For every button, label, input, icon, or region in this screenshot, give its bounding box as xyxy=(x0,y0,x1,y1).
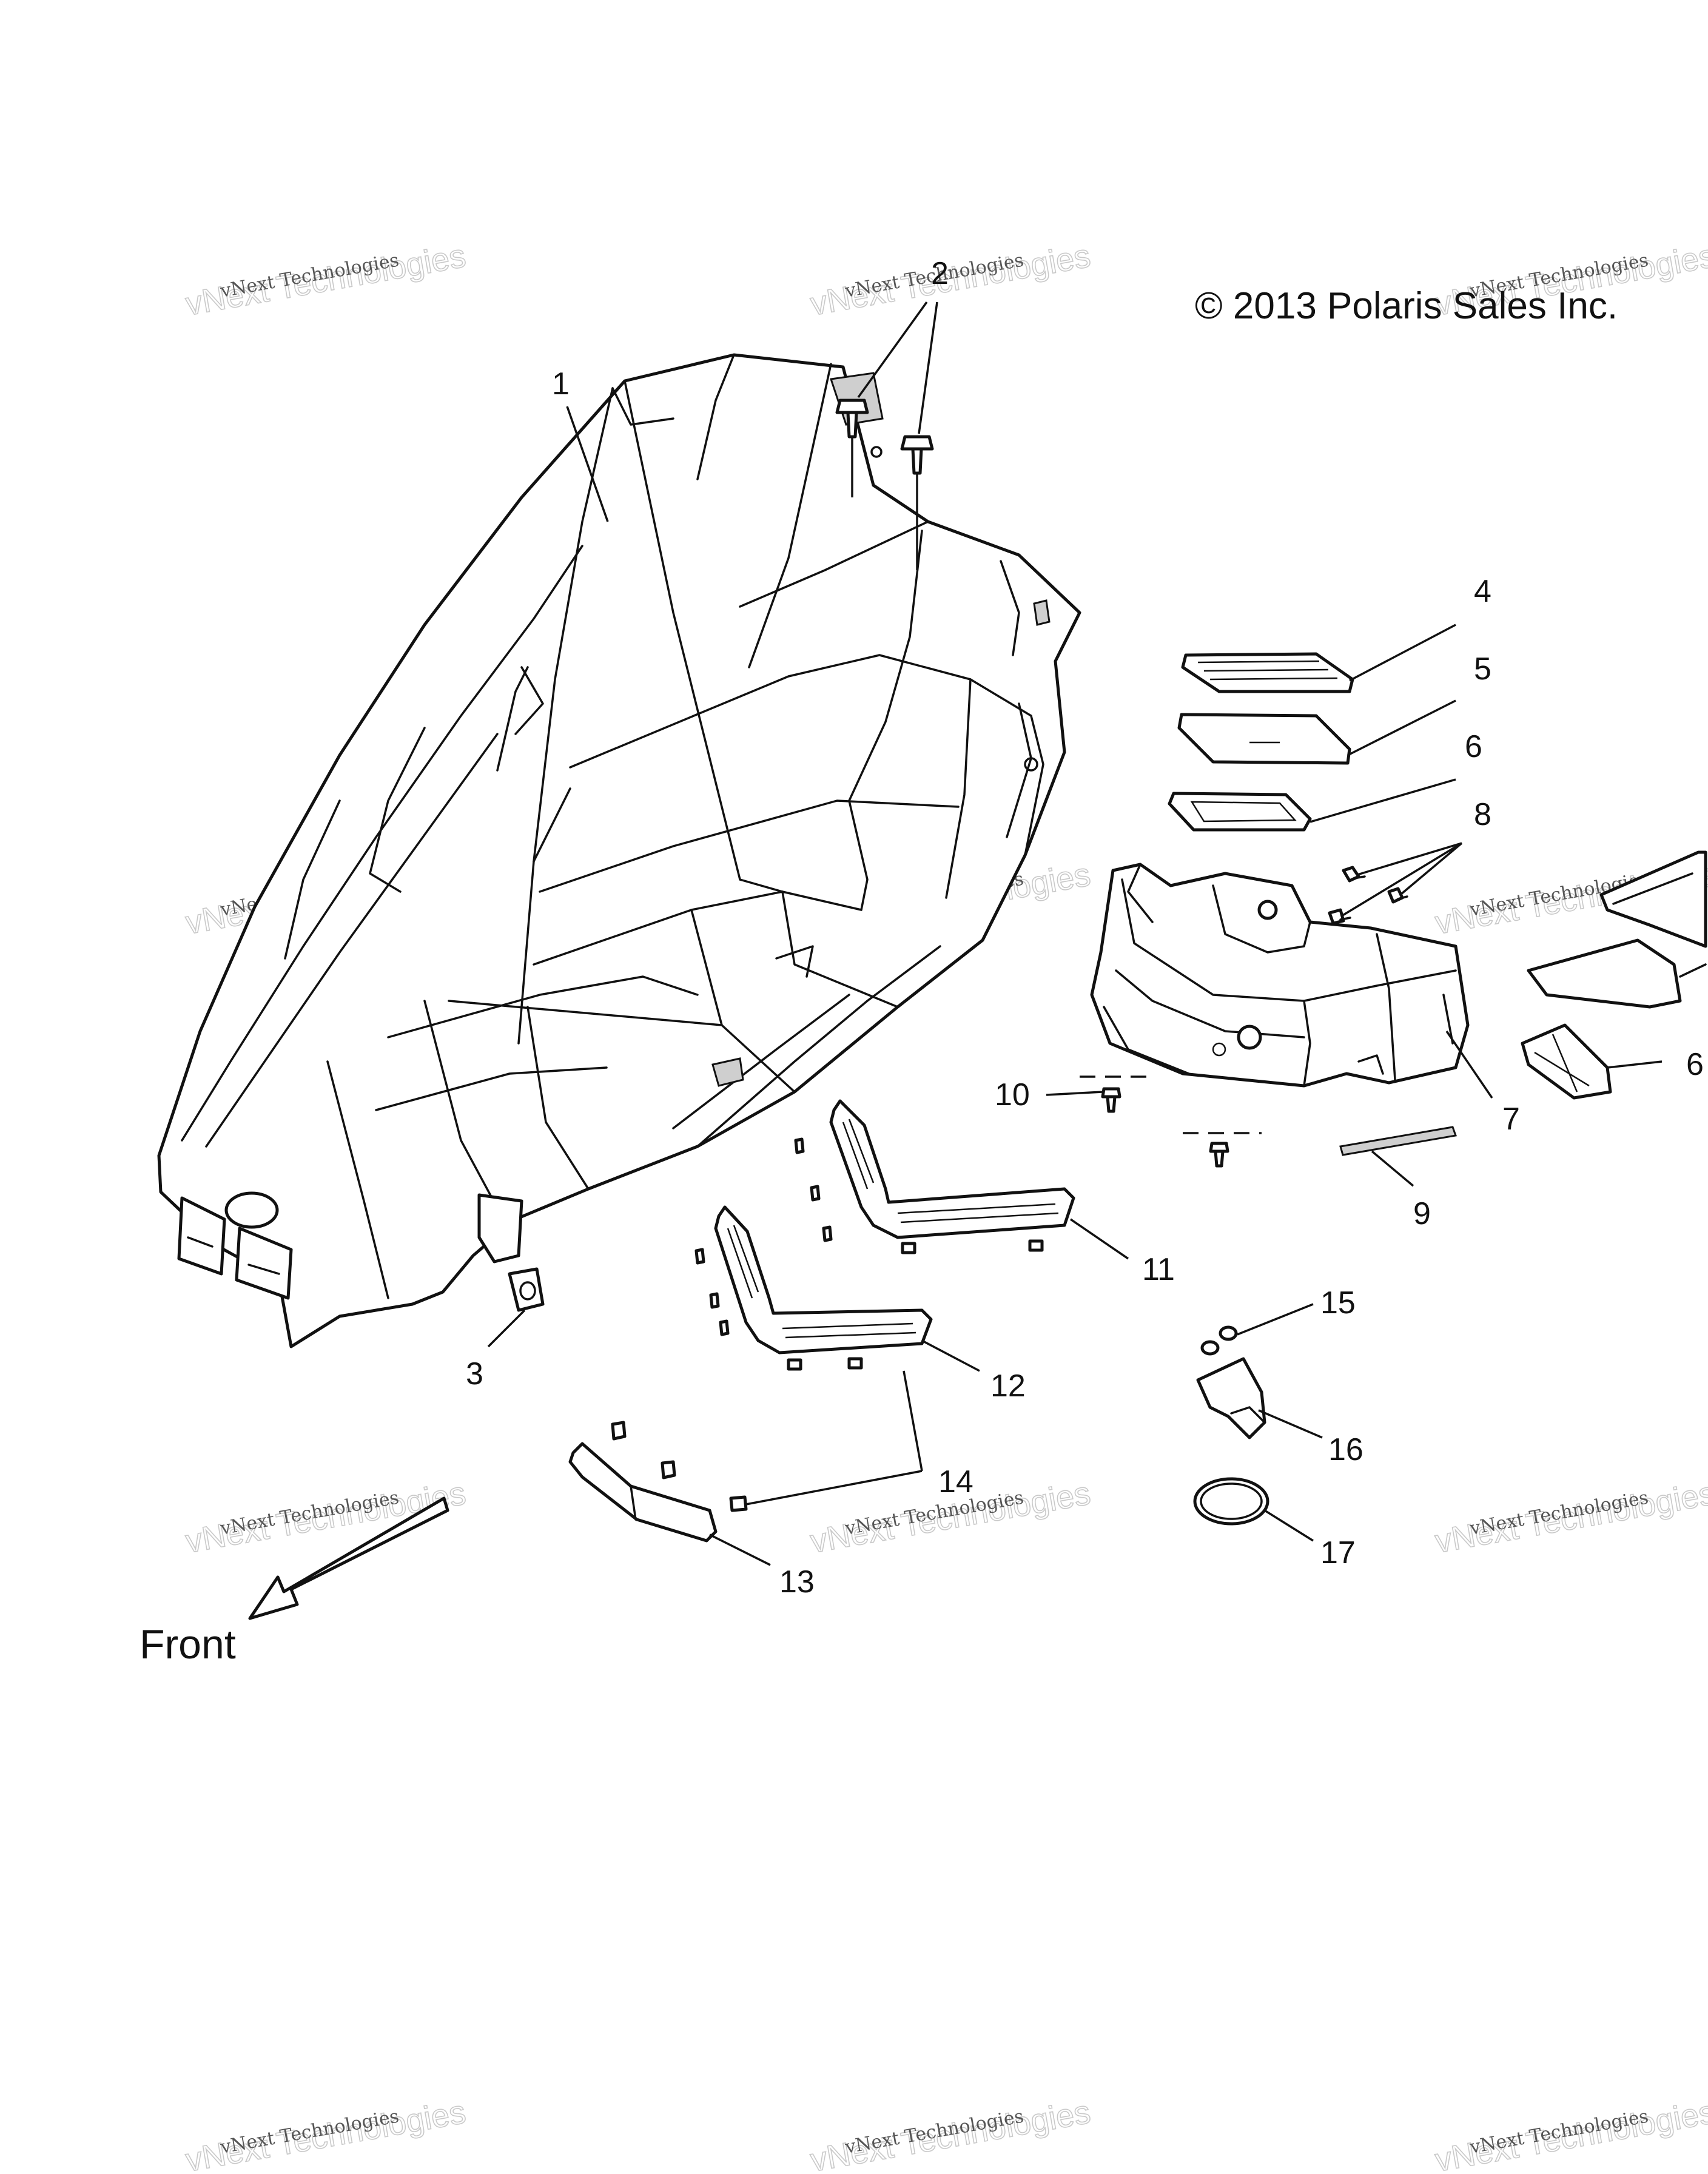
vent-cover-part-4 xyxy=(1181,652,1354,693)
screws-part-8 xyxy=(1328,866,1408,925)
front-arrow-icon xyxy=(248,1496,449,1620)
watermark-low-right: vNext Technologies vNext Technologies xyxy=(1432,1475,1708,1561)
callout-17: 17 xyxy=(1320,1535,1356,1570)
watermark-bottom-right: vNext Technologies vNext Technologies xyxy=(1432,2093,1708,2174)
callout-9: 9 xyxy=(1413,1196,1431,1231)
callout-11: 11 xyxy=(1142,1252,1175,1287)
callout-16: 16 xyxy=(1328,1432,1363,1467)
watermark-top-center: vNext Technologies vNext Technologies xyxy=(807,237,1094,323)
front-label: Front xyxy=(140,1621,236,1668)
vent-screen-part-12 xyxy=(694,1205,933,1371)
bracket-part-16 xyxy=(1196,1357,1266,1439)
callout-12: 12 xyxy=(990,1368,1026,1404)
push-rivet-part-2 xyxy=(835,399,934,570)
callout-3: 3 xyxy=(466,1356,483,1392)
callout-13: 13 xyxy=(779,1564,815,1600)
seal-strip-part-9 xyxy=(1339,1126,1458,1156)
leader-lines xyxy=(487,301,1663,1566)
callout-6: 6 xyxy=(1465,729,1482,764)
watermark-bottom-left: vNext Technologies vNext Technologies xyxy=(183,2093,469,2174)
callout-6-right: 6 xyxy=(1686,1047,1704,1082)
callout-2: 2 xyxy=(931,256,949,291)
vent-screen-part-13 xyxy=(568,1421,718,1543)
callout-15: 15 xyxy=(1320,1285,1356,1321)
callout-4: 4 xyxy=(1474,574,1491,609)
callout-1: 1 xyxy=(552,366,570,402)
clip-part-3 xyxy=(508,1267,545,1312)
callout-14: 14 xyxy=(938,1464,973,1499)
airbox-part-7 xyxy=(1090,863,1470,1088)
callout-8: 8 xyxy=(1474,797,1491,832)
copyright-text: © 2013 Polaris Sales Inc. xyxy=(1195,285,1618,327)
vent-screen-part-11 xyxy=(794,1099,1075,1254)
callout-10: 10 xyxy=(995,1077,1030,1112)
partial-parts-right-edge xyxy=(1521,850,1707,1100)
nuts-part-15 xyxy=(1200,1325,1238,1356)
ring-part-17 xyxy=(1193,1477,1269,1526)
watermark-top-left: vNext Technologies vNext Technologies xyxy=(183,237,469,323)
clip-part-14 xyxy=(729,1495,748,1512)
callout-5: 5 xyxy=(1474,651,1491,687)
hood-part-1 xyxy=(157,353,1081,1348)
callout-7: 7 xyxy=(1502,1102,1520,1137)
watermark-bottom-center: vNext Technologies vNext Technologies xyxy=(807,2093,1094,2174)
callout-labels: 1 2 3 4 5 6 7 8 9 10 11 12 13 14 15 16 1… xyxy=(466,256,1704,1600)
bolts-part-10 xyxy=(1080,1075,1262,1168)
gasket-part-6 xyxy=(1168,792,1312,832)
filter-part-5 xyxy=(1177,713,1351,765)
